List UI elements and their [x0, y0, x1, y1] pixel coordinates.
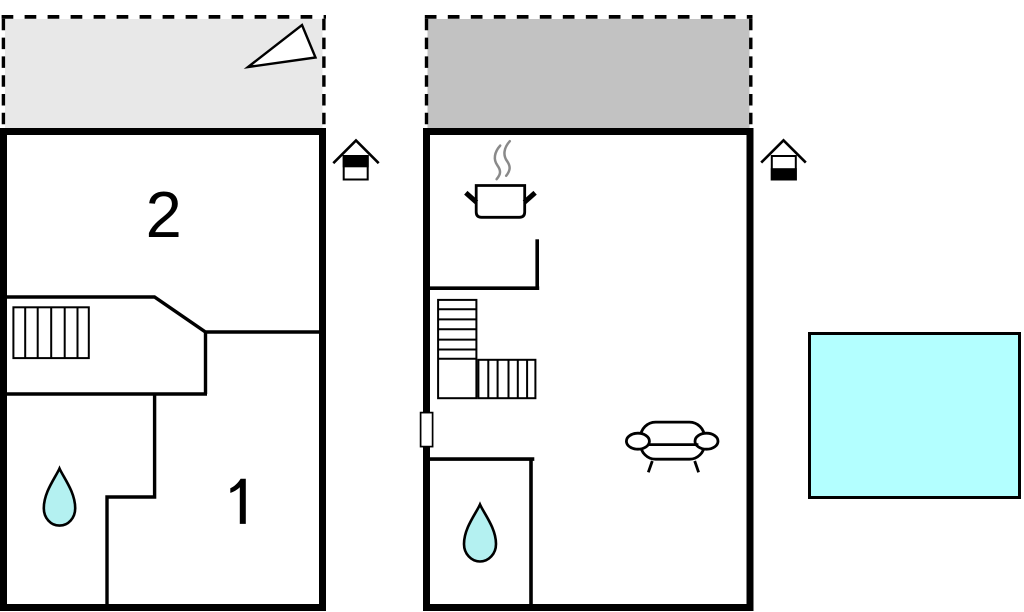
- svg-text:2: 2: [146, 178, 182, 251]
